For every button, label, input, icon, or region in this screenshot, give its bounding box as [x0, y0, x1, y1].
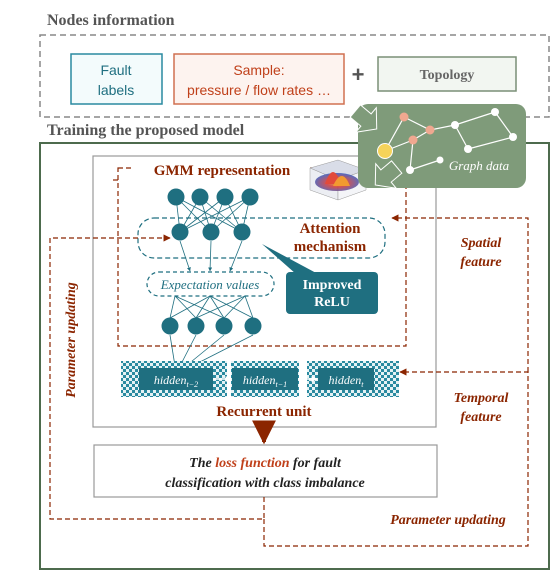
- graph-output-arrow: [374, 160, 403, 189]
- hidden-label-t-2: hiddent−2: [154, 373, 198, 389]
- nodes-info-frame: [39, 34, 550, 118]
- relu-callout-pointer: [262, 244, 318, 274]
- gaussian-plot-icon: [309, 159, 367, 201]
- node-layer-input: [167, 188, 259, 206]
- fault-labels-box: Fault labels: [70, 53, 163, 105]
- hidden-state-t: [318, 368, 374, 390]
- relu-line2: ReLU: [314, 295, 350, 310]
- gmm-title-bg: [134, 161, 310, 177]
- hidden-label-t-1: hiddent−1: [243, 373, 287, 389]
- node-layer-output: [161, 317, 262, 335]
- expectation-label: Expectation values: [160, 277, 260, 292]
- loss-box: [93, 444, 438, 498]
- spatial-feature-link: [391, 214, 529, 372]
- loss-line2: classification with class imbalance: [165, 476, 365, 491]
- attention-label-line2: mechanism: [294, 239, 367, 255]
- fault-labels-line1: Fault: [100, 62, 131, 78]
- relu-callout: [286, 272, 378, 314]
- sample-box: Sample: pressure / flow rates …: [173, 53, 345, 105]
- training-title: Training the proposed model: [47, 122, 245, 139]
- attention-label-line1: Attention: [300, 221, 361, 237]
- relu-line1: Improved: [303, 278, 362, 293]
- sample-line1: Sample:: [233, 62, 284, 78]
- network-edges-bottom: [169, 334, 254, 367]
- hidden-label-t: hiddent: [329, 373, 365, 389]
- gmm-title: GMM representation: [154, 163, 291, 179]
- plus-sign: +: [352, 62, 365, 87]
- training-frame: [39, 142, 550, 570]
- gmm-region: [117, 167, 407, 347]
- network-edges-mid: [179, 240, 243, 272]
- temporal-feature-line2: feature: [460, 410, 501, 425]
- recurrent-unit-label: Recurrent unit: [216, 404, 311, 420]
- graph-nodes: [377, 108, 517, 174]
- param-updating-left-label: Parameter updating: [64, 282, 79, 398]
- graph-data-label: Graph data: [449, 158, 510, 173]
- hidden-state-t-1: [232, 368, 298, 390]
- param-updating-bottom-label: Parameter updating: [390, 513, 506, 528]
- nodes-info-title: Nodes information: [47, 12, 175, 29]
- parameter-updating-bottom-loop: [263, 368, 529, 547]
- temporal-feature-line1: Temporal: [454, 391, 509, 406]
- topology-box: Topology: [377, 56, 517, 92]
- loss-line1: The loss function for fault: [189, 456, 342, 471]
- spatial-feature-line1: Spatial: [461, 236, 502, 251]
- hidden-state-t-2: [139, 368, 213, 390]
- network-edges-low: [169, 295, 254, 319]
- node-layer-attention: [171, 223, 251, 241]
- parameter-updating-left-loop: [49, 234, 265, 520]
- fault-labels-line2: labels: [98, 82, 135, 98]
- graph-input-arrow: [349, 104, 378, 133]
- spatial-feature-line2: feature: [460, 255, 501, 270]
- recurrent-chain: hiddent−2 hiddent−1 hiddent: [121, 361, 399, 397]
- topology-label: Topology: [420, 68, 475, 83]
- sample-line2: pressure / flow rates …: [187, 82, 331, 98]
- graph-data-card: Graph data: [358, 104, 526, 188]
